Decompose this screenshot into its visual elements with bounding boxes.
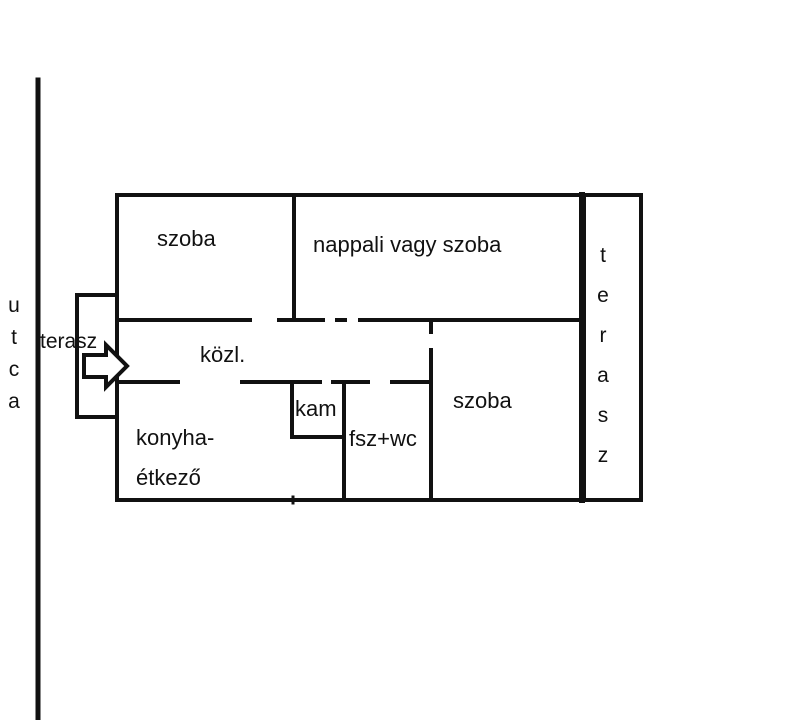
- room-kitchen-label-line1: konyha-: [136, 425, 215, 450]
- vertical-letter: r: [599, 324, 607, 347]
- vertical-letter: a: [597, 364, 609, 387]
- terrace-entry-label: terasz: [40, 330, 98, 353]
- vertical-letter: a: [8, 390, 20, 413]
- room-corridor-label: közl.: [200, 342, 246, 367]
- vertical-letter: z: [597, 444, 609, 467]
- vertical-letter: t: [11, 326, 17, 349]
- vertical-letter: s: [597, 404, 609, 427]
- vertical-letter: c: [8, 358, 20, 381]
- vertical-letter: e: [597, 284, 609, 307]
- room-living-label: nappali vagy szoba: [313, 232, 502, 257]
- room-bathroom-label: fsz+wc: [349, 426, 417, 451]
- room-bedroom-top-label: szoba: [157, 226, 216, 251]
- vertical-letter: u: [8, 294, 20, 317]
- room-pantry-label: kam: [295, 396, 337, 421]
- room-kitchen-label-line2: étkező: [136, 465, 201, 490]
- vertical-letter: t: [600, 244, 606, 267]
- entry-arrow-icon: [82, 340, 130, 392]
- terrace-entry-outline: [75, 293, 119, 419]
- room-bedroom-right-label: szoba: [453, 388, 512, 413]
